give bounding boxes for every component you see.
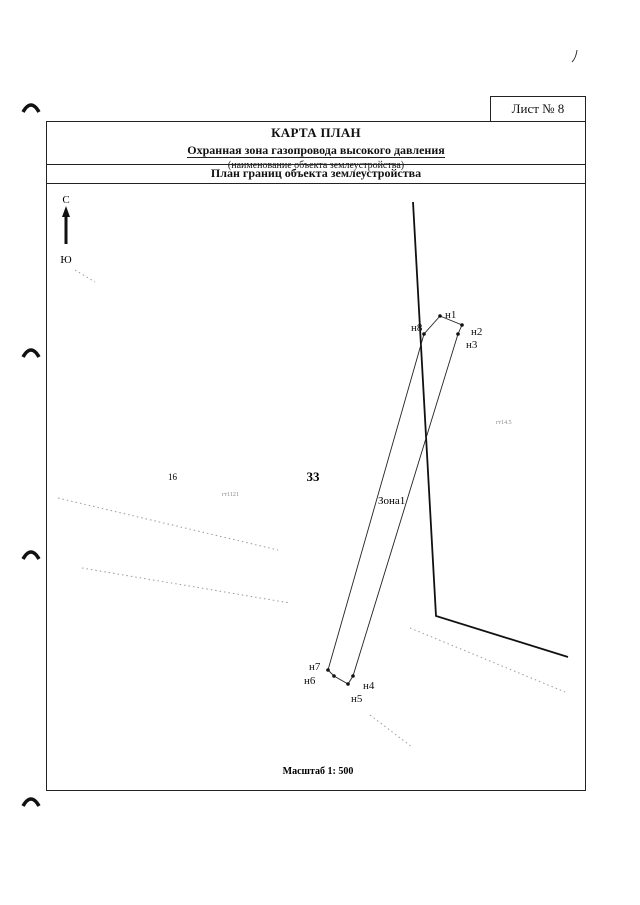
document-header: КАРТА ПЛАН Охранная зона газопровода выс… — [47, 122, 585, 171]
point-marker — [456, 332, 460, 336]
point-label-n4: н4 — [363, 680, 375, 692]
sheet-number-label: Лист № 8 — [511, 101, 565, 116]
point-label-n7: н7 — [309, 661, 321, 673]
point-marker — [438, 314, 442, 318]
faint-line — [74, 269, 96, 283]
scale-label: Масштаб 1: 500 — [283, 766, 354, 777]
point-marker — [460, 323, 464, 327]
point-marker — [326, 668, 330, 672]
header-divider — [47, 164, 585, 165]
faint-line — [409, 627, 566, 693]
point-marker — [351, 674, 355, 678]
faint-lines — [57, 269, 566, 748]
plan-title-divider — [47, 183, 585, 184]
point-label-n6: н6 — [304, 675, 316, 687]
point-marker — [422, 332, 426, 336]
parcel-boundary-line — [412, 201, 569, 658]
faint-line — [81, 567, 291, 604]
punch-hole-icon — [21, 103, 41, 113]
boundary-points — [326, 314, 464, 686]
point-label-n3: н3 — [466, 339, 478, 351]
north-arrow-icon — [62, 206, 70, 217]
faint-line — [369, 714, 413, 748]
compass: С Ю — [60, 194, 71, 266]
plan-title: План границ объекта землеустройства — [210, 166, 422, 180]
point-label-n5: н5 — [351, 693, 363, 705]
point-labels: н1 н2 н3 н4 н5 н6 н7 н8 — [304, 309, 482, 705]
point-label-n8: н8 — [411, 322, 423, 334]
point-label-n1: н1 — [445, 309, 456, 321]
faint-line — [57, 497, 279, 551]
point-marker — [346, 682, 350, 686]
left-parcel-label: 16 — [168, 472, 178, 482]
point-label-n2: н2 — [471, 326, 482, 338]
punch-hole-icon — [21, 550, 41, 560]
compass-south-label: Ю — [60, 254, 71, 266]
faint-label: гт1121 — [222, 492, 239, 498]
compass-north-label: С — [62, 194, 69, 206]
map-frame: КАРТА ПЛАН Охранная зона газопровода выс… — [46, 121, 586, 791]
pen-mark-icon — [571, 49, 578, 63]
faint-label: гт14.5 — [496, 420, 512, 426]
point-marker — [332, 674, 336, 678]
object-name: Охранная зона газопровода высокого давле… — [187, 143, 445, 158]
object-name-caption: (наименование объекта землеустройства) — [227, 160, 405, 171]
zone-label: Зона1 — [378, 495, 405, 507]
compass-needle — [64, 216, 68, 244]
sheet-number: Лист № 8 — [490, 96, 586, 121]
document-title: КАРТА ПЛАН — [271, 125, 361, 140]
punch-hole-icon — [21, 348, 41, 358]
punch-hole-icon — [21, 797, 41, 807]
parcel-number: 33 — [307, 469, 321, 484]
